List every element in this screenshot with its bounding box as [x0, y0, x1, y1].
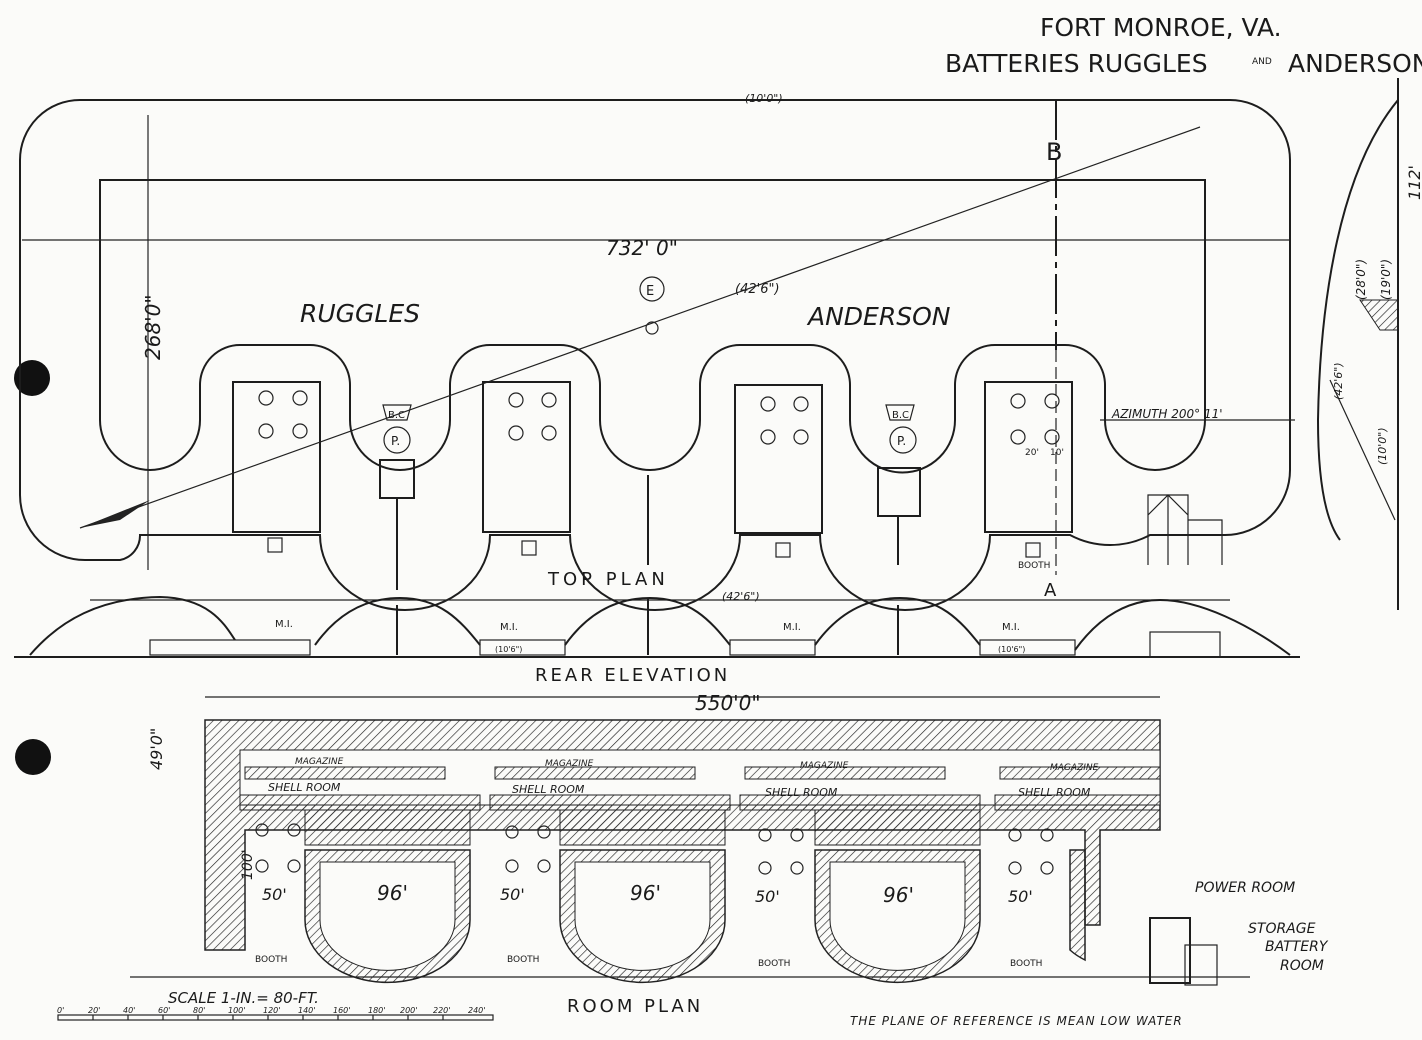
- side-section: 112' (28'0") (19'0") (42'6") (10'0"): [1316, 78, 1422, 610]
- room-plan-gap: 50': [262, 885, 287, 904]
- top-plan-elev-point: E: [646, 284, 654, 299]
- length-dim: 732' 0": [606, 236, 678, 260]
- room-plan-magazine: MAGAZINE: [545, 759, 594, 769]
- rear-elevation-mi: M.I.: [783, 622, 801, 633]
- room-plan-label: ROOM PLAN: [567, 996, 703, 1017]
- scale-ticks-11: 220': [433, 1006, 450, 1015]
- top-plan-spacing-10: 10': [1050, 448, 1064, 458]
- rear-elevation: M.I. M.I. M.I. M.I. (10'6") (10'6") (42'…: [14, 590, 1300, 686]
- scale-ticks-12: 240': [468, 1006, 485, 1015]
- scale-ticks-0: 0': [57, 1006, 64, 1015]
- room-plan-magazine: MAGAZINE: [1050, 763, 1099, 773]
- scale-bar: SCALE 1-IN.= 80-FT. 0' 20' 40' 60' 80' 100'…: [57, 989, 494, 1021]
- reference-note: THE PLANE OF REFERENCE IS MEAN LOW WATER: [850, 1014, 1183, 1028]
- room-plan-shell-room: SHELL ROOM: [1018, 786, 1091, 799]
- room-plan-power-room: POWER ROOM: [1195, 880, 1295, 896]
- top-plan-inner-outline: [99, 179, 1206, 474]
- scale-label: SCALE 1-IN.= 80-FT.: [168, 989, 319, 1007]
- scale-ticks-4: 80': [193, 1006, 205, 1015]
- room-plan-booth: BOOTH: [255, 955, 287, 965]
- scale-ticks-5: 100': [228, 1006, 245, 1015]
- top-plan-label: TOP PLAN: [547, 569, 669, 590]
- room-plan-storage: STORAGE: [1248, 921, 1316, 937]
- room-plan-shell-room: SHELL ROOM: [268, 781, 341, 794]
- rear-elevation-mi: M.I.: [1002, 622, 1020, 633]
- section-b: B: [1046, 138, 1062, 166]
- side-section-d4: (10'0"): [1376, 427, 1389, 465]
- top-plan-p: P.: [391, 434, 400, 448]
- rear-elevation-mi: M.I.: [500, 622, 518, 633]
- room-plan-shell-room: SHELL ROOM: [512, 783, 585, 796]
- scale-ticks-3: 60': [158, 1006, 170, 1015]
- room-plan: 550'0" 49'0" 100' MAGAZINE MAGAZINE MAGA…: [130, 691, 1329, 1017]
- top-plan-booth: BOOTH: [1018, 561, 1050, 571]
- title-line2a: BATTERIES RUGGLES: [945, 49, 1208, 78]
- binder-hole: [14, 360, 50, 396]
- room-plan-booth: BOOTH: [507, 955, 539, 965]
- room-plan-pit: 96': [377, 881, 408, 905]
- scale-ticks-7: 140': [298, 1006, 315, 1015]
- top-plan: B.C B.C P. P. (10'0") B 732' 0" E (42'6"…: [19, 92, 1295, 611]
- top-plan-spacing-20: 20': [1025, 448, 1039, 458]
- room-plan-room: ROOM: [1280, 958, 1324, 974]
- room-plan-battery: BATTERY: [1265, 939, 1329, 955]
- room-plan-gap: 50': [755, 887, 780, 906]
- side-section-d3: (42'6"): [1332, 362, 1345, 400]
- room-plan-gap: 50': [500, 885, 525, 904]
- label-anderson: ANDERSON: [806, 302, 951, 331]
- top-dim: (10'0"): [745, 92, 783, 105]
- rear-elevation-mi: M.I.: [275, 619, 293, 630]
- top-plan-bc: B.C: [388, 410, 405, 421]
- room-plan-magazine: MAGAZINE: [295, 757, 344, 767]
- label-ruggles: RUGGLES: [300, 299, 420, 328]
- rear-elevation-dim: (10'6"): [495, 645, 522, 654]
- room-plan-pit: 96': [630, 881, 661, 905]
- azimuth-label: AZIMUTH 200° 11': [1111, 407, 1223, 421]
- side-section-d2: (19'0"): [1379, 259, 1393, 300]
- scale-ticks-10: 200': [400, 1006, 417, 1015]
- scale-ticks-6: 120': [263, 1006, 280, 1015]
- scale-ticks-8: 160': [333, 1006, 350, 1015]
- title-and: AND: [1252, 57, 1272, 67]
- top-plan-p: P.: [897, 434, 906, 448]
- scale-ticks-1: 20': [88, 1006, 100, 1015]
- top-plan-bc: B.C: [892, 410, 909, 421]
- room-plan-pit: 96': [883, 883, 914, 907]
- room-plan-booth: BOOTH: [758, 959, 790, 969]
- rear-elevation-dim: (10'6"): [998, 645, 1025, 654]
- side-section-height: 112': [1405, 165, 1422, 200]
- room-plan-gap: 50': [1008, 887, 1033, 906]
- room-plan-shell-room: SHELL ROOM: [765, 786, 838, 799]
- room-plan-booth: BOOTH: [1010, 959, 1042, 969]
- title-line1: FORT MONROE, VA.: [1040, 13, 1282, 42]
- width-dim: 268'0": [141, 294, 165, 360]
- room-length-dim: 550'0": [695, 691, 761, 715]
- scale-ticks-9: 180': [368, 1006, 385, 1015]
- top-plan-outer-outline: [19, 99, 1291, 611]
- rear-elevation-label: REAR ELEVATION: [535, 665, 730, 686]
- binder-hole: [15, 739, 51, 775]
- top-plan-elev: (42'6"): [735, 282, 780, 297]
- rear-elevation-elev: (42'6"): [722, 590, 760, 603]
- top-plan-section-a: A: [1044, 580, 1057, 601]
- room-plan-depth: 49'0": [147, 728, 166, 770]
- room-plan-magazine: MAGAZINE: [800, 761, 849, 771]
- title-line2b: ANDERSON: [1288, 49, 1422, 78]
- side-section-d1: (28'0"): [1354, 259, 1368, 300]
- scale-ticks-2: 40': [123, 1006, 135, 1015]
